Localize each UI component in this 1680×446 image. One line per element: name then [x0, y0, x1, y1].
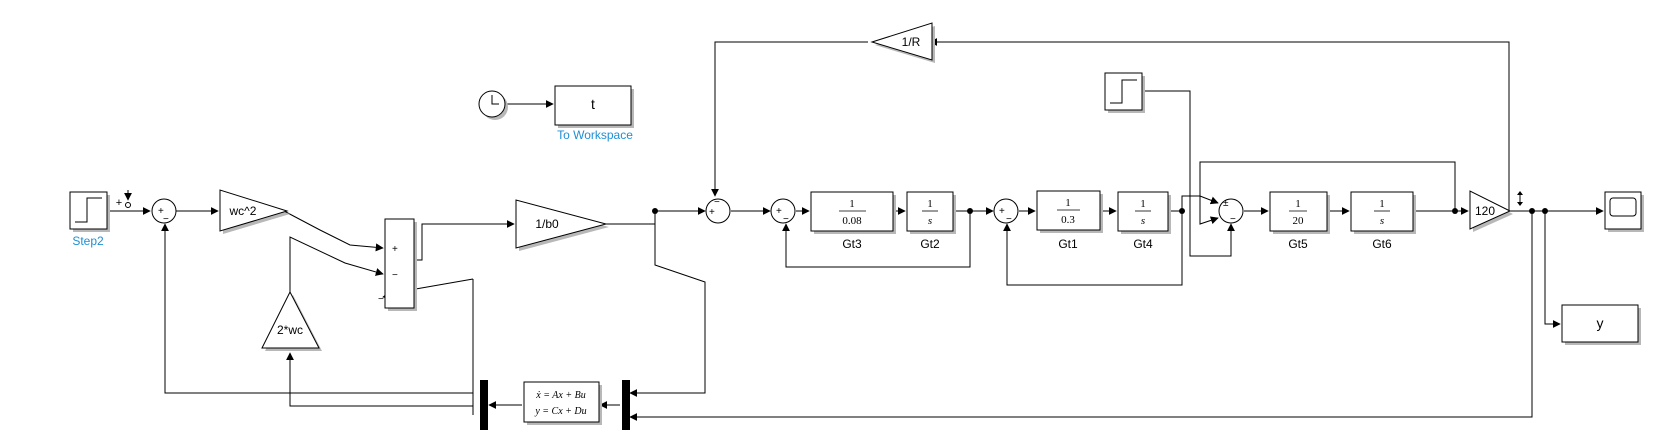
gain-1R-block[interactable]: 1/R [870, 22, 935, 63]
sum1-plus: + [158, 206, 164, 217]
gt6-numerator: 1 [1379, 198, 1385, 210]
gt6-label: Gt6 [1372, 237, 1392, 251]
scope-icon [1609, 197, 1637, 217]
gain-120-block[interactable]: 120 [1469, 190, 1513, 232]
sum1-minus: − [163, 214, 169, 225]
gain-2wc-value: 2*wc [277, 323, 303, 337]
gt2-label: Gt2 [920, 237, 940, 251]
gain-1b0-block[interactable]: 1/b0 [515, 199, 609, 251]
sum-block-4[interactable]: + − [993, 198, 1019, 225]
gt4-block[interactable]: 1 s [1117, 191, 1171, 234]
gt2-denominator: s [928, 215, 932, 227]
gt6-denominator: s [1380, 215, 1384, 227]
to-workspace-t-block[interactable]: t [554, 85, 634, 128]
to-workspace-y-block[interactable]: y [1561, 304, 1641, 345]
sum-block-1[interactable]: + − [151, 198, 177, 225]
clock-block[interactable] [478, 90, 508, 120]
sum-block-5[interactable]: ± − [1218, 198, 1244, 225]
mux-plus: + [392, 244, 398, 255]
gt1-denominator: 0.3 [1061, 214, 1075, 226]
disturbance-step-block[interactable] [1104, 72, 1145, 113]
state-space-block[interactable]: ẋ = Ax + Bu y = Cx + Du [523, 381, 602, 425]
gain-wc2-block[interactable]: wc^2 [219, 189, 290, 234]
scope-block[interactable] [1604, 191, 1644, 232]
sum-block-3[interactable]: + − [770, 198, 796, 225]
gt1-label: Gt1 [1058, 237, 1078, 251]
gain-120-value: 120 [1475, 204, 1495, 218]
state-demux-bar[interactable] [480, 380, 488, 430]
gt3-block[interactable]: 1 0.08 [810, 191, 896, 234]
gt3-label: Gt3 [842, 237, 862, 251]
gt4-denominator: s [1141, 215, 1145, 227]
input-mux-block[interactable]: + − − [378, 218, 417, 311]
output-mux-bar[interactable] [622, 380, 630, 430]
sum4-minus: − [1006, 214, 1012, 225]
gt5-label: Gt5 [1288, 237, 1308, 251]
gain-1b0-value: 1/b0 [535, 217, 559, 231]
signal-marker-icon [1517, 191, 1523, 195]
clock-icon [491, 95, 499, 105]
to-workspace-y-value: y [1597, 315, 1604, 331]
gt5-block[interactable]: 1 20 [1269, 191, 1330, 234]
step2-block[interactable] [69, 191, 110, 232]
step2-label: Step2 [72, 234, 104, 248]
gt1-numerator: 1 [1065, 197, 1071, 209]
state-space-eq1: ẋ = Ax + Bu [535, 390, 585, 401]
step2-plus-sign: + [116, 197, 122, 209]
gain-1R-value: 1/R [902, 35, 921, 49]
gt5-denominator: 20 [1293, 215, 1305, 227]
gt1-block[interactable]: 1 0.3 [1036, 190, 1103, 233]
gain-wc2-value: wc^2 [229, 204, 257, 218]
gt4-numerator: 1 [1140, 198, 1146, 210]
sum5-plusminus: ± [1223, 198, 1229, 209]
to-workspace-label: To Workspace [557, 128, 633, 142]
state-space-eq2: y = Cx + Du [534, 406, 586, 417]
sum-block-2[interactable]: + − [705, 197, 731, 224]
gain-2wc-block[interactable]: 2*wc [261, 290, 322, 351]
mux-minus-2: − [378, 294, 384, 305]
gt3-denominator: 0.08 [842, 215, 862, 227]
gt6-block[interactable]: 1 s [1350, 191, 1416, 234]
sum3-minus: − [783, 214, 789, 225]
sum4-plus: + [999, 206, 1005, 217]
gt2-block[interactable]: 1 s [906, 191, 956, 234]
sum2-minus: − [714, 197, 720, 208]
to-workspace-t-value: t [591, 96, 595, 112]
gt2-numerator: 1 [927, 198, 933, 210]
mux-minus-1: − [392, 270, 398, 281]
test-point-icon [125, 202, 131, 208]
sum2-plus: + [709, 207, 715, 218]
signal-lines [105, 38, 1604, 421]
gt5-numerator: 1 [1295, 198, 1301, 210]
gt4-label: Gt4 [1133, 237, 1153, 251]
gt3-numerator: 1 [849, 198, 855, 210]
sum3-plus: + [776, 206, 782, 217]
sum5-minus: − [1230, 214, 1236, 225]
